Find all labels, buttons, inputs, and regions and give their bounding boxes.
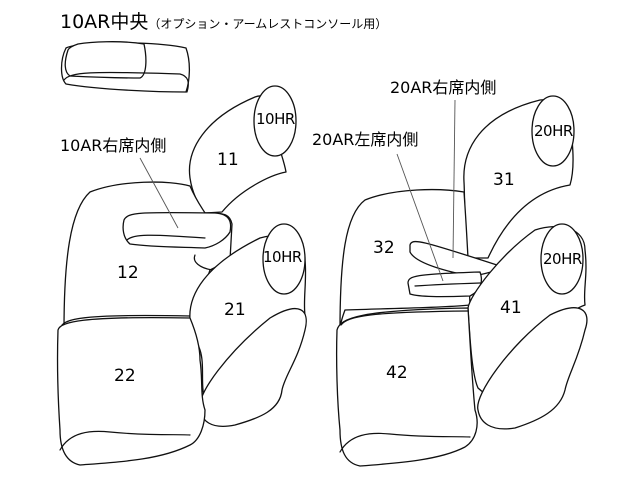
part-21-side-outline — [198, 308, 307, 427]
part-number-42: 42 — [386, 363, 408, 383]
armrest-10ar-right-inner-outline — [122, 211, 232, 249]
headrest-label-10hr-lower: 10HR — [263, 248, 302, 266]
center-armrest-console — [60, 41, 191, 93]
pointer-20ar-right-inner — [452, 99, 456, 259]
right-seat-group — [335, 95, 588, 467]
callout-10ar-right-inner: 10AR右席内側 — [60, 136, 167, 155]
pointer-10ar-right-inner — [139, 157, 179, 229]
callout-20ar-left-inner: 20AR左席内側 — [312, 130, 419, 149]
part-number-12: 12 — [117, 263, 139, 283]
part-42-outline — [335, 307, 478, 467]
title-main: 10AR中央 — [60, 11, 149, 33]
part-number-41: 41 — [500, 298, 522, 318]
title-sub: （オプション・アームレストコンソール用） — [148, 17, 388, 31]
diagram-title: 10AR中央（オプション・アームレストコンソール用） — [60, 7, 387, 34]
headrest-20hr-lower-outline — [540, 223, 584, 295]
part-number-21: 21 — [224, 300, 246, 320]
headrest-10hr-upper-outline — [253, 85, 297, 157]
pointer-20ar-left-inner — [396, 153, 444, 282]
headrest-10hr-lower-outline — [262, 223, 306, 295]
part-number-22: 22 — [114, 366, 136, 386]
headrest-label-20hr-upper: 20HR — [534, 122, 573, 140]
part-41-side-outline — [477, 307, 588, 430]
part-22-outline — [56, 316, 206, 466]
left-seat-group — [56, 85, 307, 466]
headrest-20hr-upper-outline — [531, 95, 575, 167]
part-number-11: 11 — [217, 150, 239, 170]
part-number-31: 31 — [493, 170, 515, 190]
headrest-label-20hr-lower: 20HR — [543, 250, 582, 268]
part-number-32: 32 — [373, 238, 395, 258]
armrest-20ar-right-inner-outline — [409, 240, 501, 277]
callout-20ar-right-inner: 20AR右席内側 — [390, 78, 497, 97]
headrest-label-10hr-upper: 10HR — [256, 110, 295, 128]
